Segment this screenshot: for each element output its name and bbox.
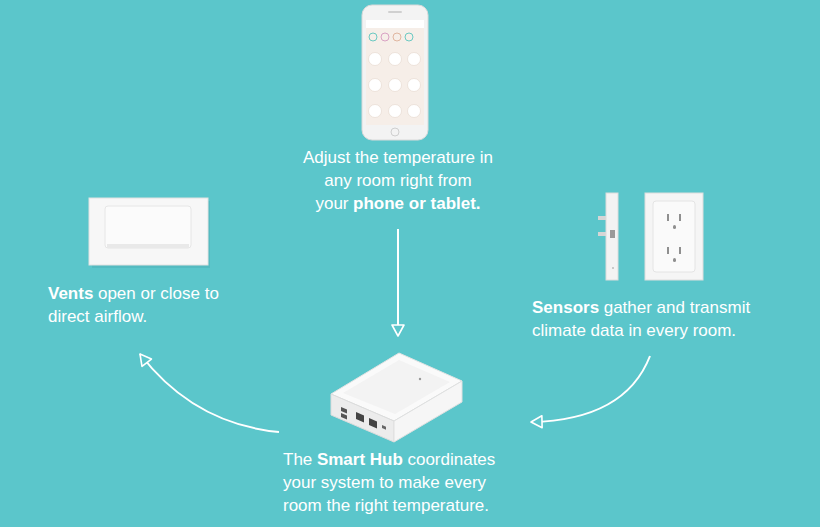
arrow-line	[397, 229, 399, 336]
node-caption: Ventsopen or close to direct airflow.	[48, 282, 253, 328]
hub-illustration	[331, 353, 462, 442]
caption-keyword: Vents	[48, 284, 93, 303]
arrowhead	[531, 416, 542, 428]
phone-illustration	[362, 5, 428, 140]
arrow-line	[140, 354, 279, 432]
vent-illustration	[89, 198, 210, 268]
sensors-node: Sensorsgather and transmit climate data …	[532, 190, 772, 342]
caption-text: The	[283, 450, 312, 469]
flow-arrow	[140, 354, 279, 432]
caption-keyword: Smart Hub	[317, 450, 403, 469]
node-caption: Sensorsgather and transmit climate data …	[532, 296, 772, 342]
node-caption: Adjust the temperature in any room right…	[298, 146, 498, 215]
flow-arrow	[531, 356, 650, 428]
caption-keyword: phone or tablet.	[353, 194, 481, 213]
hub-node: TheSmart Hubcoordinates your system to m…	[283, 346, 523, 517]
vents-node: Ventsopen or close to direct airflow.	[48, 196, 253, 328]
phone-node: Adjust the temperature in any room right…	[298, 4, 498, 215]
arrowhead	[392, 325, 404, 336]
node-caption: TheSmart Hubcoordinates your system to m…	[283, 448, 523, 517]
sensor-illustration	[598, 193, 703, 280]
arrow-line	[531, 356, 650, 422]
caption-keyword: Sensors	[532, 298, 599, 317]
flow-arrow	[392, 229, 404, 336]
arrowhead	[140, 354, 151, 366]
